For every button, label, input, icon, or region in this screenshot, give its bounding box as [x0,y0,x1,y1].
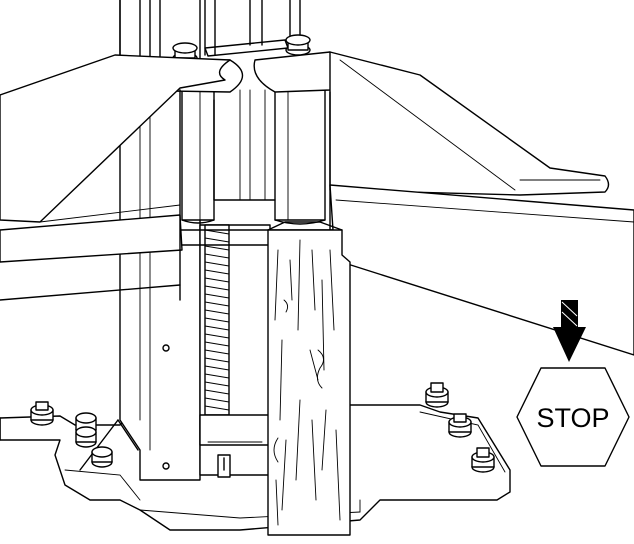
down-arrow-icon [553,300,586,362]
bolt-7 [471,447,495,473]
knob-right [285,34,311,56]
stop-sign-icon: STOP [516,367,630,467]
bolt-3 [75,426,97,448]
stop-label: STOP [536,403,609,433]
bolt-1 [30,401,54,426]
bolt-4 [91,446,113,468]
bolt-5 [425,382,449,408]
bolt-6 [448,413,472,438]
cylinders [181,79,326,225]
lift-arm-left [0,54,231,301]
lift-arm-right [329,51,634,356]
wood-block [267,221,351,536]
